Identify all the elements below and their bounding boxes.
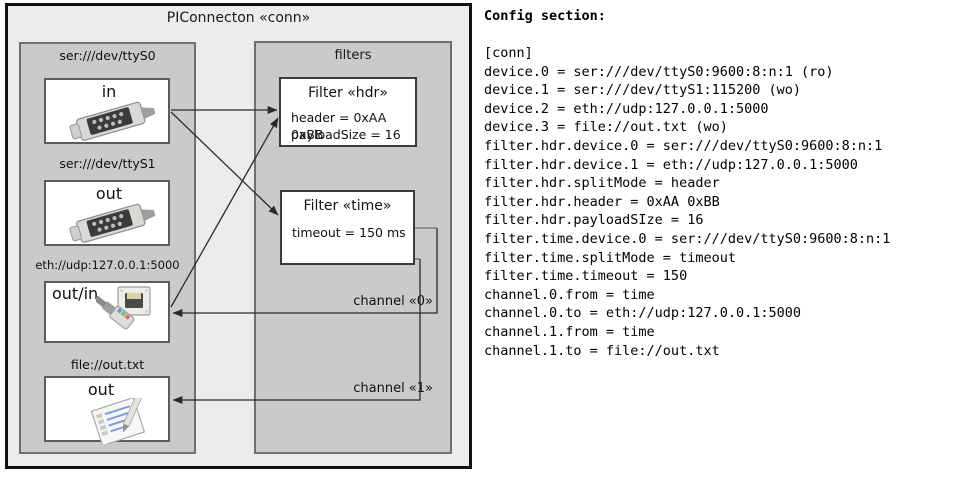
- config-lines: [conn] device.0 = ser:///dev/ttyS0:9600:…: [484, 45, 891, 359]
- connector-diagram: PIConnecton «conn» ser:///dev/ttyS0 in: [0, 0, 478, 484]
- device-io-file: out: [87, 380, 115, 399]
- device-box-ser1[interactable]: out: [44, 180, 170, 246]
- text-file-icon: [86, 394, 160, 448]
- serial-port-icon: [64, 202, 160, 250]
- filter-box-time[interactable]: Filter «time» timeout = 150 ms: [280, 190, 415, 265]
- filter-prop-time-timeout: timeout = 150 ms: [292, 225, 406, 240]
- device-label-file: file://out.txt: [70, 357, 145, 372]
- channel-label-1: channel «1»: [353, 381, 433, 396]
- device-io-ser1: out: [95, 184, 123, 203]
- device-box-ser0[interactable]: in: [44, 78, 170, 144]
- filter-title-time: Filter «time»: [303, 198, 392, 214]
- device-io-eth: out/in: [52, 284, 99, 303]
- device-label-ser0: ser:///dev/ttyS0: [59, 48, 156, 63]
- filter-prop-hdr-header: header = 0xAA 0xBB: [291, 110, 387, 142]
- filter-title-hdr: Filter «hdr»: [308, 85, 388, 101]
- config-section: Config section: [conn] device.0 = ser://…: [482, 0, 964, 484]
- device-label-eth: eth://udp:127.0.0.1:5000: [35, 258, 180, 272]
- ethernet-icon: [94, 285, 168, 347]
- filters-panel-title: filters: [334, 48, 372, 63]
- serial-port-icon: [64, 100, 160, 148]
- config-heading: Config section:: [484, 8, 606, 24]
- device-label-ser1: ser:///dev/ttyS1: [59, 156, 156, 171]
- filter-box-hdr[interactable]: Filter «hdr» header = 0xAA 0xBB payloadS…: [279, 77, 417, 147]
- device-box-eth[interactable]: out/in: [44, 281, 170, 343]
- diagram-title: PIConnecton «conn»: [166, 10, 311, 26]
- channel-label-0: channel «0»: [353, 294, 433, 309]
- device-box-file[interactable]: out: [44, 376, 170, 447]
- device-io-ser0: in: [101, 82, 117, 101]
- filter-prop-hdr-payload: payloadSize = 16: [291, 127, 401, 142]
